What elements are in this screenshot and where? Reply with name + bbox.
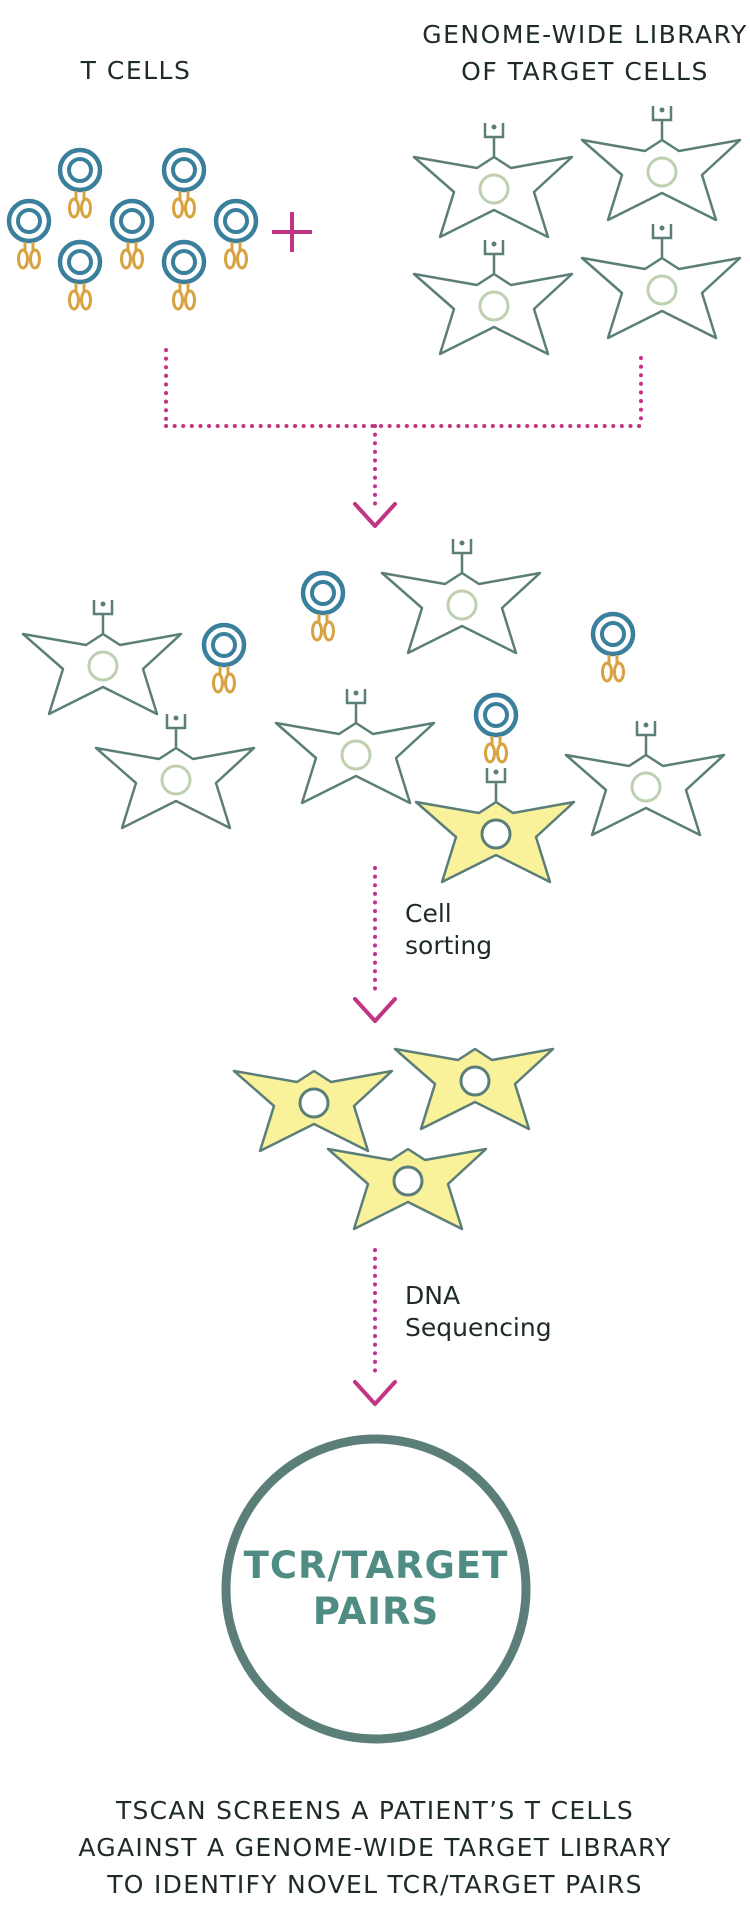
mixed-population-group: [23, 539, 724, 882]
dna-sequencing-label: DNA Sequencing: [405, 1280, 552, 1344]
library-label-line2: OF TARGET CELLS: [461, 57, 709, 86]
target-cell-icon: [276, 689, 434, 803]
library-label-line1: GENOME-WIDE LIBRARY: [422, 20, 748, 49]
dna-sequencing-line2: Sequencing: [405, 1313, 552, 1342]
target-cell-icon: [414, 123, 572, 237]
caption-line: TSCAN SCREENS A PATIENT’S T CELLS: [115, 1796, 635, 1825]
target-cell-icon: [416, 768, 574, 882]
target-cell-icon: [23, 600, 181, 714]
target-cell-icon: [414, 240, 572, 354]
t-cell-icon: [303, 573, 343, 640]
t-cells-group: [9, 150, 256, 309]
target-cell-icon: [566, 721, 724, 835]
result-line1: TCR/TARGET: [243, 1544, 509, 1587]
t-cell-icon: [60, 242, 100, 309]
result-line2: PAIRS: [312, 1590, 440, 1633]
caption: TSCAN SCREENS A PATIENT’S T CELLS AGAINS…: [0, 1792, 750, 1903]
cell-sorting-line2: sorting: [405, 931, 493, 960]
target-cell-icon: [326, 1147, 488, 1231]
result-circle: [221, 1434, 531, 1744]
plus-icon: [272, 212, 312, 252]
arrow-down-icon: [353, 502, 397, 528]
target-cell-icon: [582, 106, 740, 220]
target-cell-icon: [232, 1069, 394, 1153]
target-cell-icon: [582, 224, 740, 338]
t-cell-icon: [9, 201, 49, 268]
result-label: TCR/TARGET PAIRS: [220, 1543, 532, 1635]
t-cell-icon: [216, 201, 256, 268]
t-cells-label: T CELLS: [80, 56, 192, 85]
t-cell-icon: [60, 150, 100, 217]
merge-connector: [164, 348, 643, 510]
t-cell-icon: [476, 695, 516, 762]
cell-sorting-line1: Cell: [405, 899, 452, 928]
arrow-down-icon: [353, 1380, 397, 1406]
t-cell-icon: [204, 625, 244, 692]
target-cell-icon: [96, 714, 254, 828]
caption-line: AGAINST A GENOME-WIDE TARGET LIBRARY: [78, 1833, 672, 1862]
t-cell-icon: [164, 150, 204, 217]
sorted-cells-group: [232, 1047, 555, 1231]
t-cell-icon: [593, 614, 633, 681]
target-library-group: [414, 106, 740, 354]
t-cell-icon: [164, 242, 204, 309]
target-cell-icon: [382, 539, 540, 653]
caption-line: TO IDENTIFY NOVEL TCR/TARGET PAIRS: [107, 1870, 643, 1899]
cell-sorting-label: Cell sorting: [405, 898, 492, 962]
t-cell-icon: [112, 201, 152, 268]
library-label: GENOME-WIDE LIBRARY OF TARGET CELLS: [420, 16, 750, 90]
target-cell-icon: [393, 1047, 555, 1131]
dna-sequencing-line1: DNA: [405, 1281, 461, 1310]
arrow-down-icon: [353, 997, 397, 1023]
